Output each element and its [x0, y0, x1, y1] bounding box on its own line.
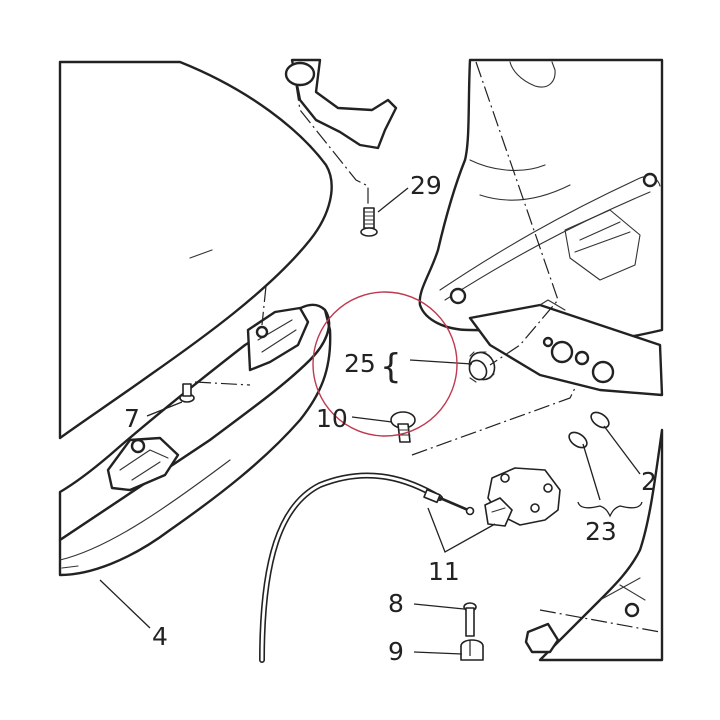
callout-2: 2: [641, 467, 657, 496]
callout-8: 8: [388, 589, 404, 618]
brace-23: [577, 501, 643, 518]
screw-7: [179, 383, 195, 403]
callout-4: 4: [152, 622, 168, 651]
highlight-circle: [312, 291, 458, 437]
upper-bracket: [284, 58, 398, 150]
callout-23: 23: [585, 517, 617, 546]
callout-7: 7: [124, 404, 140, 433]
assembly-centerlines: [194, 61, 661, 660]
release-cable: [259, 472, 475, 663]
seat-lock-latch: [484, 467, 561, 527]
spacer-9: [460, 639, 484, 661]
washers-2: [568, 411, 610, 449]
screw-29: [360, 207, 378, 237]
bolt-10: [390, 411, 416, 443]
frame-assembly: [418, 58, 664, 662]
brace-25: {: [380, 347, 402, 387]
callout-25: 25: [344, 349, 376, 378]
tail-rail-part-4: [58, 303, 332, 577]
cover-panel: [58, 60, 333, 440]
callout-11: 11: [428, 557, 460, 586]
callout-29: 29: [410, 171, 442, 200]
nut-25: [468, 351, 496, 383]
leader-lines: [99, 187, 641, 655]
callout-9: 9: [388, 637, 404, 666]
screw-8: [463, 602, 477, 637]
callout-10: 10: [316, 404, 348, 433]
